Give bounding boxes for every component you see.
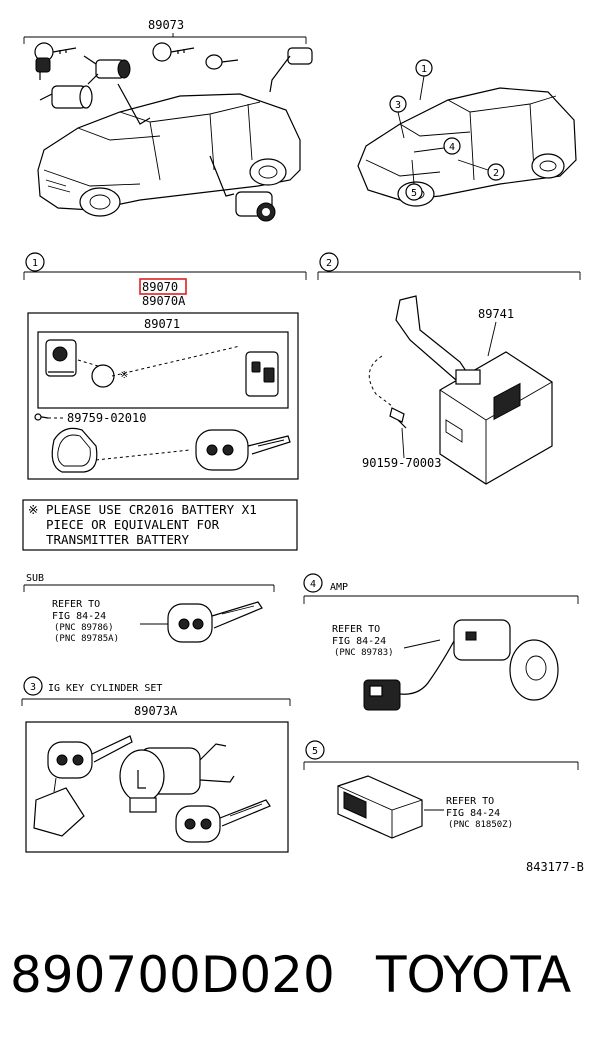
key-with-remote-icon <box>195 429 291 471</box>
svg-text:1: 1 <box>421 64 427 75</box>
section-2-marker <box>319 252 339 272</box>
glove-box-lock-icon <box>235 191 276 222</box>
amp-refer-line-1: REFER TO <box>332 624 380 635</box>
sub-refer-line-2: FIG 84-24 <box>52 611 106 622</box>
highlight-box <box>139 278 187 295</box>
part-label-89759-02010: 89759-02010 <box>67 411 146 425</box>
ignition-cylinder-icon <box>39 85 93 109</box>
bolt-icon <box>389 407 407 429</box>
sub-refer-line-1: REFER TO <box>52 599 100 610</box>
key-icon <box>205 54 239 70</box>
battery-note-line-2: PIECE OR EQUIVALENT FOR <box>46 517 220 532</box>
callout-4 <box>443 137 461 155</box>
leader-arrow <box>209 155 235 197</box>
leader-arrow <box>117 83 151 125</box>
overview-car: 1 3 4 2 5 <box>357 59 577 207</box>
caption-brand: TOYOTA <box>375 946 571 1004</box>
sub-title: SUB <box>26 573 44 584</box>
svg-text:4: 4 <box>449 142 455 153</box>
part-label-89073: 89073 <box>148 18 184 32</box>
svg-text:2: 2 <box>493 168 499 179</box>
part-label-89070: 89070 <box>142 280 178 294</box>
sub-key-icon <box>167 601 263 643</box>
caption-part-number: 890700D020 <box>10 946 335 1004</box>
lock-cylinder-icon <box>35 57 51 80</box>
ignition-cylinder-icon <box>119 743 235 813</box>
battery-note-box <box>22 499 298 551</box>
section-1-marker <box>25 252 45 272</box>
section-5-marker <box>305 740 325 760</box>
amp-pnc-line-1: (PNC 89783) <box>334 648 394 658</box>
figure-id: 843177-B <box>526 860 584 874</box>
door-lock-cylinder-icon <box>83 55 131 85</box>
transmitter-case-half-icon <box>45 339 77 377</box>
ig-title: IG KEY CYLINDER SET <box>48 683 162 694</box>
part-label-89741: 89741 <box>478 307 514 321</box>
key-icon <box>175 799 271 843</box>
transmitter-sub-box <box>37 331 289 409</box>
section-4-amp: 4 AMP REFER TO FIG 84-24 (PNC 89783) <box>303 573 579 711</box>
transmitter-case-icon <box>51 427 98 473</box>
s5-refer-line-2: FIG 84-24 <box>446 808 500 819</box>
section-sub: SUB REFER TO FIG 84-24 (PNC 89786) (PNC … <box>23 573 275 644</box>
relay-module-icon <box>337 775 423 839</box>
key-icon <box>152 42 195 62</box>
key-icon <box>34 42 77 62</box>
battery-note-mark: ※ <box>120 370 128 381</box>
sub-pnc-line-1: (PNC 89786) <box>54 623 114 633</box>
car-body <box>37 93 301 211</box>
part-label-89071: 89071 <box>144 317 180 331</box>
svg-text:5: 5 <box>312 746 318 757</box>
key-set-overview: 89073 <box>23 18 313 222</box>
rear-wheel <box>249 158 287 186</box>
svg-text:5: 5 <box>411 188 417 199</box>
battery-note-line-1: ※ PLEASE USE CR2016 BATTERY X1 <box>28 502 257 517</box>
section-2: 2 89741 90159-70003 <box>317 252 581 485</box>
sub-pnc-line-2: (PNC 89785A) <box>54 634 119 644</box>
amplifier-icon <box>363 619 559 711</box>
circuit-board-icon <box>245 351 279 397</box>
section-3-ig-key-cylinder: 3 IG KEY CYLINDER SET 89073A <box>21 676 291 853</box>
svg-text:3: 3 <box>30 682 36 693</box>
callout-2 <box>487 163 505 181</box>
amp-title: AMP <box>330 582 348 593</box>
section-4-marker <box>303 573 323 593</box>
key-with-tag-icon <box>33 735 133 837</box>
section-5: 5 REFER TO FIG 84-24 (PNC 81850Z) <box>303 740 579 839</box>
transmitter-box <box>27 312 299 480</box>
section-1: 1 89070 89070A 89071 ※ 89759-02010 <box>23 252 307 480</box>
svg-text:2: 2 <box>326 258 332 269</box>
part-label-90159-70003: 90159-70003 <box>362 456 441 470</box>
battery-icon <box>91 364 115 388</box>
amp-refer-line-2: FIG 84-24 <box>332 636 386 647</box>
front-wheel <box>79 187 121 217</box>
s5-refer-line-1: REFER TO <box>446 796 494 807</box>
battery-note-line-3: TRANSMITTER BATTERY <box>46 532 189 547</box>
control-module-icon <box>395 295 553 485</box>
part-label-89070a: 89070A <box>142 294 186 308</box>
battery-note: ※ PLEASE USE CR2016 BATTERY X1 PIECE OR … <box>22 499 298 551</box>
screw-icon <box>34 413 49 421</box>
s5-pnc-line-1: (PNC 81850Z) <box>448 820 513 830</box>
ig-set-box <box>25 721 289 853</box>
svg-text:4: 4 <box>310 579 316 590</box>
trunk-lock-icon <box>269 47 313 93</box>
section-3-marker <box>23 676 43 696</box>
part-label-89073a: 89073A <box>134 704 178 718</box>
svg-text:3: 3 <box>395 100 401 111</box>
svg-text:1: 1 <box>32 258 38 269</box>
